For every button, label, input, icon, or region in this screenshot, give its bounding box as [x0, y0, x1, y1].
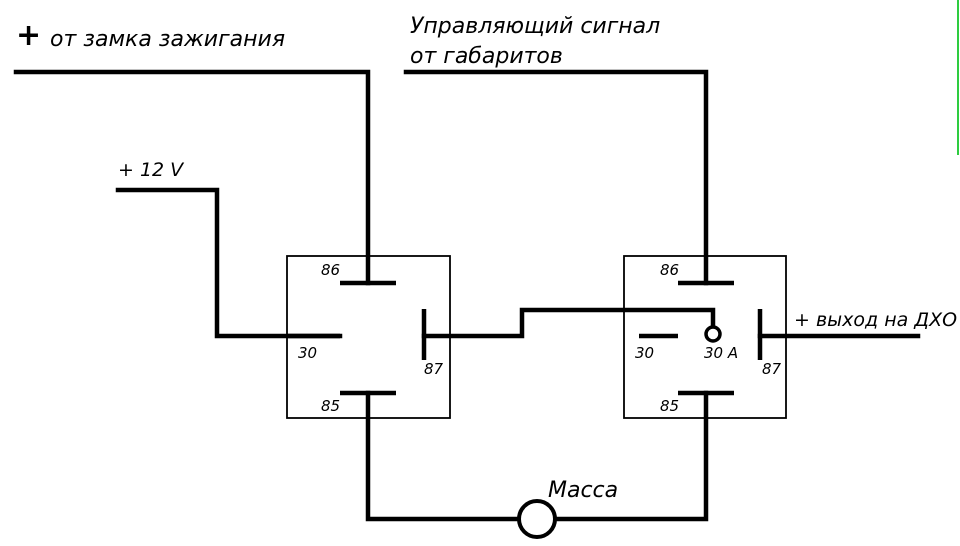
relay-left-pin-85-label: 85 [321, 397, 340, 415]
ignition-label: от замка зажигания [50, 27, 285, 52]
relay-left-pin-86-label: 86 [321, 261, 340, 279]
relay-right-body [623, 255, 787, 419]
relay-left: 86 30 87 85 [286, 255, 451, 419]
relay-right-pin-86-label: 86 [660, 261, 679, 279]
ignition-wire [13, 69, 371, 286]
ground-wire-left [365, 390, 521, 522]
ground-symbol [517, 499, 557, 539]
control-signal-wire [403, 69, 709, 286]
relay-right-contact-30a [704, 325, 722, 343]
ignition-plus-sign: + [16, 18, 41, 53]
ground-label: Масса [548, 478, 618, 503]
relay-right-pin-30-label: 30 [635, 344, 654, 362]
control-signal-label-line1: Управляющий сигнал [410, 14, 660, 39]
relay-right-pin-87-label: 87 [762, 360, 782, 378]
drl-output-label: + выход на ДХО [794, 309, 957, 331]
relay-right-pin-30a-label: 30 А [704, 344, 738, 362]
bridge-wire-87-to-30a [421, 307, 716, 339]
relay-right-pin-85-label: 85 [660, 397, 679, 415]
relay-left-pin-30-label: 30 [298, 344, 317, 362]
relay-left-pin-87-label: 87 [424, 360, 444, 378]
supply-12v-wire [115, 187, 343, 339]
control-signal-label-line2: от габаритов [410, 44, 563, 69]
ground-wire-right [553, 390, 709, 522]
supply-12v-label: + 12 V [118, 159, 185, 181]
relay-right: 86 30 30 А 87 85 [623, 255, 787, 419]
